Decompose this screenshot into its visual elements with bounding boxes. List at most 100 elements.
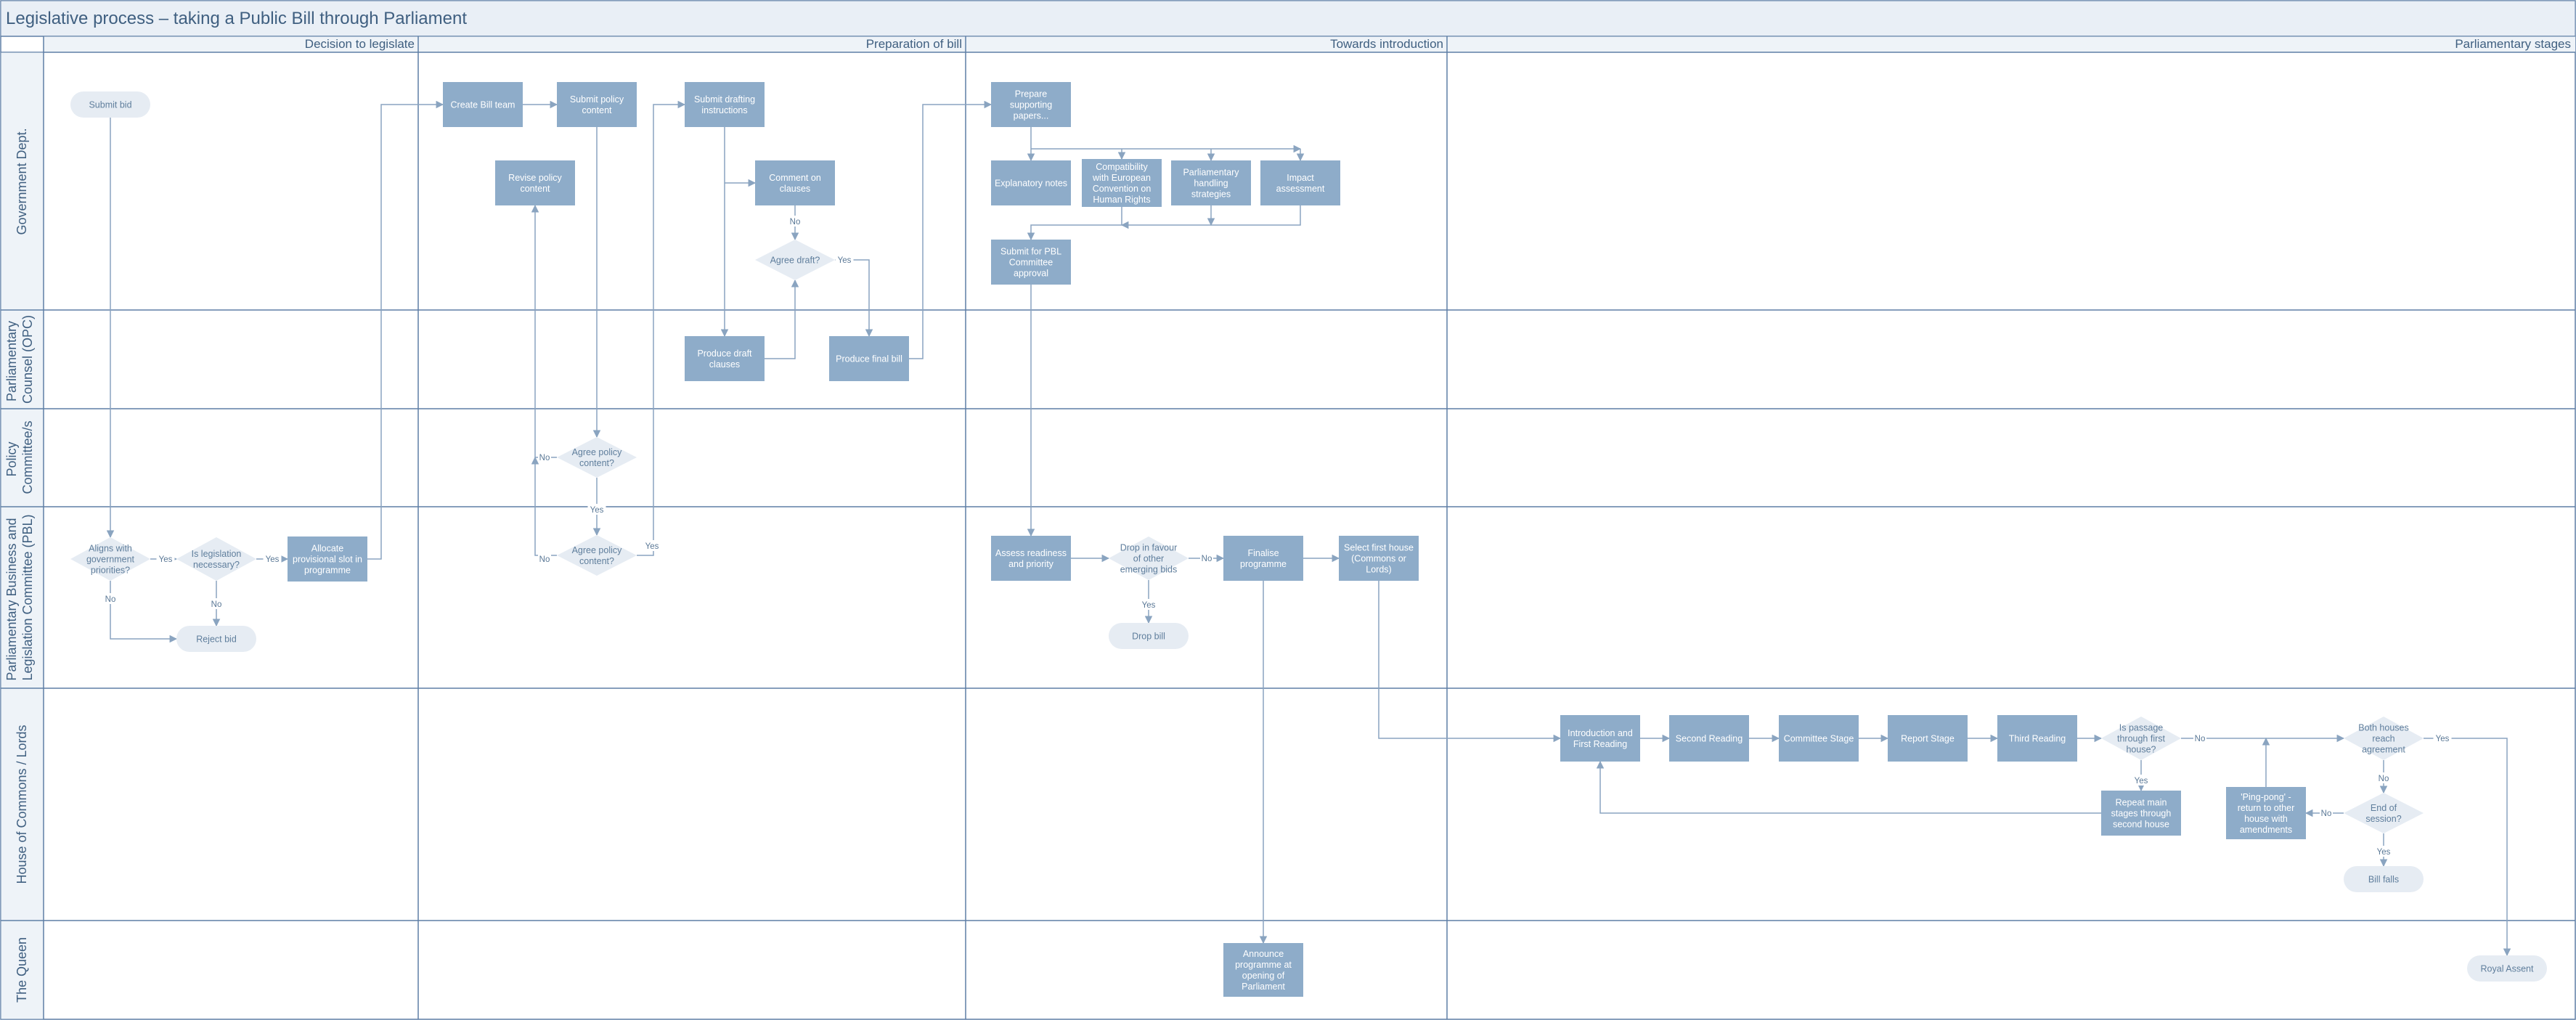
node-second-reading-box	[1669, 715, 1749, 762]
node-royal-assent-terminal	[2467, 955, 2547, 982]
edge-label-agreement-yes-bg	[2433, 733, 2452, 743]
connector-41	[1596, 760, 2101, 814]
edge-label-legislation-no: No	[211, 600, 222, 609]
node-echr-box	[1082, 159, 1162, 207]
edge-label-policy-committee-yes-bg	[587, 504, 606, 515]
node-committee-stage-label: Committee Stage	[1784, 734, 1854, 744]
lane-label-pbl: Parliamentary Business and Legislation C…	[4, 514, 35, 680]
edge-label-policy-committee-yes: Yes	[590, 506, 604, 515]
node-create-team-label: Create Bill team	[451, 100, 515, 110]
lane-label-queen: The Queen	[15, 937, 29, 1003]
diagram-title: Legislative process – taking a Public Bi…	[6, 9, 467, 28]
node-produce-draft-box	[685, 336, 765, 381]
node-bill-falls-label: Bill falls	[2368, 875, 2399, 885]
phase-header-decision: Decision to legislate	[305, 37, 415, 51]
node-explanatory-box	[991, 160, 1071, 205]
node-explanatory-label: Explanatory notes	[995, 179, 1067, 189]
edge-label-agreement-no-bg	[2377, 772, 2390, 783]
connector-10	[531, 204, 557, 458]
node-both-houses-decision	[2344, 717, 2424, 760]
edge-label-policy-committee-no-bg	[538, 452, 551, 462]
node-second-reading-label: Second Reading	[1676, 734, 1743, 744]
node-royal-assent: Royal Assent	[2467, 955, 2547, 982]
node-produce-final: Produce final bill	[829, 336, 909, 381]
lane-label-government: Government Dept.	[15, 128, 29, 234]
node-submit-policy-box	[557, 82, 637, 127]
node-agree-draft: Agree draft?	[755, 240, 835, 280]
node-end-session-decision	[2344, 793, 2424, 833]
node-impact-box	[1260, 160, 1340, 205]
node-third-reading-label: Third Reading	[2009, 734, 2066, 744]
edge-label-passage-no: No	[2195, 735, 2206, 743]
node-submit-pbl-box	[991, 240, 1071, 285]
edge-label-aligns-no: No	[105, 595, 116, 604]
edge-label-pbl-policy-yes-bg	[643, 540, 661, 551]
node-agree-draft-label: Agree draft?	[770, 256, 820, 266]
node-reject-bid-terminal	[176, 626, 256, 652]
node-assess-box	[991, 536, 1071, 581]
lane-label-column	[1, 52, 44, 1019]
node-submit-bid-terminal	[70, 91, 150, 118]
edge-label-agreement-yes: Yes	[2436, 735, 2450, 743]
edge-label-drop-favour-no: No	[1202, 555, 1212, 563]
node-report-stage-box	[1888, 715, 1968, 762]
edge-label-drop-favour-yes: Yes	[1142, 601, 1156, 610]
node-drop-bill-terminal	[1109, 623, 1189, 649]
node-bill-falls-terminal	[2344, 866, 2424, 892]
node-agree-policy-pbl-decision	[557, 535, 637, 576]
node-agree-draft-decision	[755, 240, 835, 280]
edge-label-drop-favour-yes-bg	[1139, 599, 1158, 610]
connector-12	[637, 100, 686, 556]
edge-label-drop-favour-no-bg	[1200, 552, 1213, 563]
node-submit-drafting-box	[685, 82, 765, 127]
node-royal-assent-label: Royal Assent	[2481, 964, 2534, 974]
connector-16	[765, 279, 799, 359]
node-repeat-stages-box	[2101, 791, 2181, 836]
node-submit-bid: Submit bid	[70, 91, 150, 118]
node-is-legislation-decision	[176, 537, 256, 581]
node-comment-clauses-box	[755, 160, 835, 205]
connector-18	[909, 100, 993, 359]
edge-label-aligns-yes-bg	[156, 553, 175, 564]
node-produce-final-label: Produce final bill	[836, 354, 902, 364]
edge-label-end-session-yes-bg	[2374, 846, 2393, 857]
phase-header-parliamentary: Parliamentary stages	[2455, 37, 2571, 51]
connector-33	[1378, 581, 1562, 743]
edge-label-legislation-no-bg	[210, 598, 223, 609]
node-drop-favour-decision	[1109, 536, 1189, 580]
edge-label-aligns-yes: Yes	[159, 555, 173, 564]
connector-6	[367, 100, 444, 560]
